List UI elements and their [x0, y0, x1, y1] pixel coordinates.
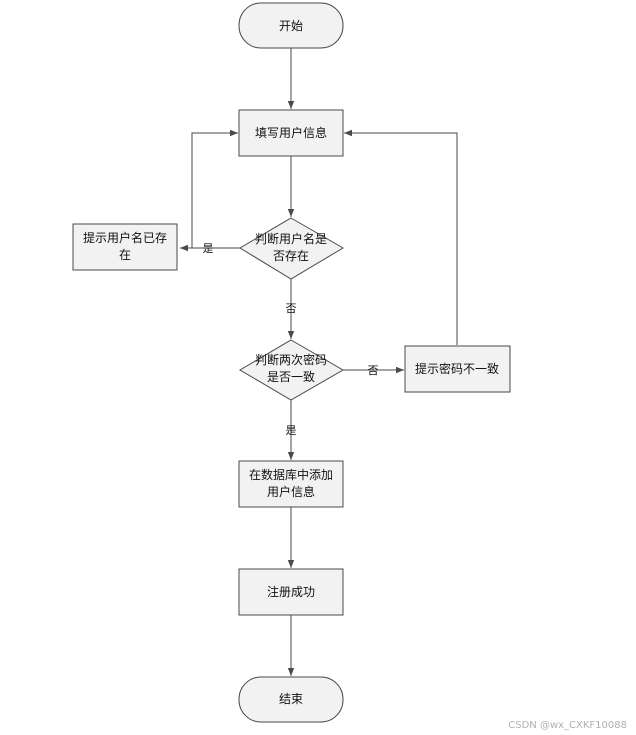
username-exists-label-line1: 提示用户名已存: [83, 230, 167, 245]
check-password-label-line1: 判断两次密码: [255, 352, 327, 367]
start-label: 开始: [279, 19, 303, 33]
edge-label-password-yes: 是: [286, 424, 297, 437]
check-username-label-line1: 判断用户名是: [255, 231, 327, 246]
username-exists-label-line2: 在: [119, 248, 131, 262]
success-label: 注册成功: [267, 584, 315, 599]
fill-info-label: 填写用户信息: [255, 125, 327, 140]
add-to-db-process: [238, 460, 344, 508]
add-to-db-label-line2: 用户信息: [267, 484, 315, 499]
add-to-db-label-line1: 在数据库中添加: [249, 467, 333, 482]
edge-label-username-yes: 是: [203, 242, 214, 255]
edge-label-password-no: 否: [368, 364, 379, 377]
end-terminator: [238, 676, 344, 723]
check-password-decision: [239, 339, 345, 401]
edge-password-mismatch-back: [344, 129, 458, 345]
success-process: [238, 568, 344, 616]
password-mismatch-label: 提示密码不一致: [415, 361, 499, 376]
watermark: CSDN @wx_CXKF10088: [508, 720, 627, 731]
end-label: 结束: [279, 692, 303, 706]
start-terminator: [238, 2, 344, 49]
edge-username-exists-back: [191, 129, 238, 248]
check-username-decision: [239, 217, 344, 280]
edge-label-username-no: 否: [286, 302, 297, 315]
check-username-label-line2: 否存在: [273, 249, 309, 263]
password-mismatch-process: [404, 345, 511, 393]
check-password-label-line2: 是否一致: [267, 370, 315, 384]
username-exists-process: [72, 223, 178, 271]
fill-info-process: [238, 109, 344, 157]
